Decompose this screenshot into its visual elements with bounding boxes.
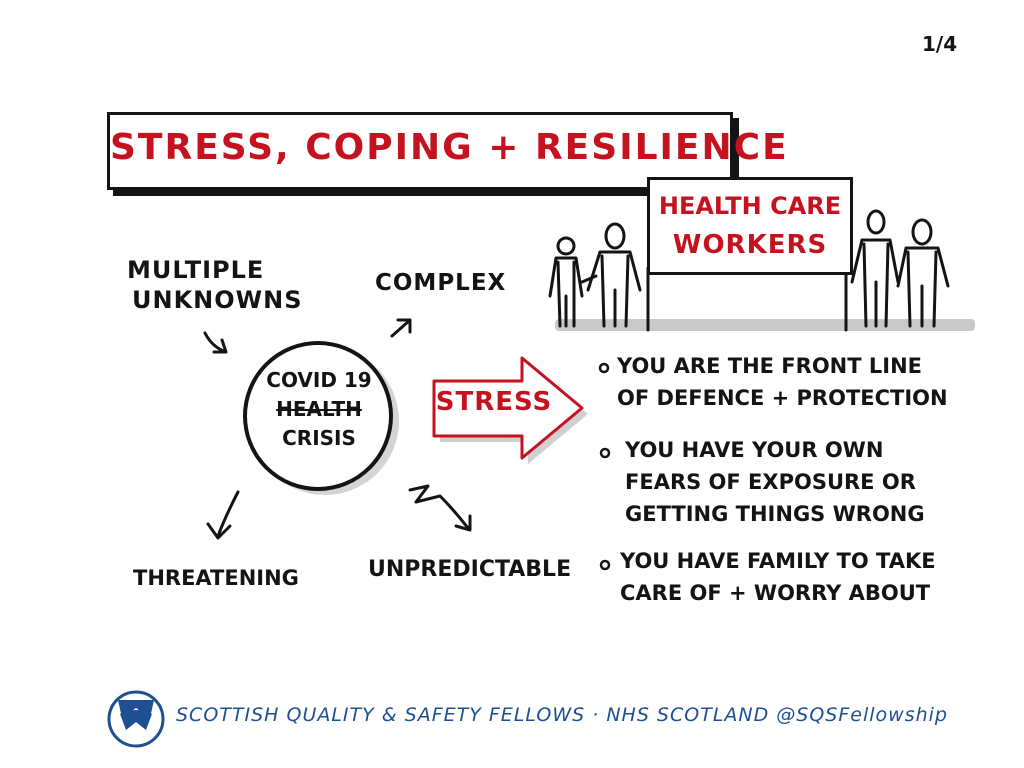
stress-arrow bbox=[432, 356, 584, 460]
page-title: STRESS, COPING + RESILIENCE bbox=[110, 127, 789, 168]
ground-shadow bbox=[555, 319, 975, 331]
bullet-dots bbox=[598, 362, 611, 571]
arrow-to-unpredictable bbox=[408, 484, 472, 532]
bullet-3: YOU HAVE FAMILY TO TAKE CARE OF + WORRY … bbox=[620, 545, 936, 609]
right-figures-icon bbox=[850, 209, 950, 328]
bullet-1-line-2: OF DEFENCE + PROTECTION bbox=[617, 386, 948, 410]
arrow-to-threatening bbox=[206, 490, 240, 540]
bullet-2-line-2: FEARS OF EXPOSURE OR bbox=[625, 470, 916, 494]
left-figures-icon bbox=[548, 222, 642, 328]
label-unknowns: UNKNOWNS bbox=[132, 286, 303, 314]
bullet-2-line-1: YOU HAVE YOUR OWN bbox=[625, 438, 884, 462]
bullet-2: YOU HAVE YOUR OWN FEARS OF EXPOSURE OR G… bbox=[625, 434, 925, 530]
sign-posts bbox=[646, 266, 848, 332]
sign-line-2: WORKERS bbox=[672, 230, 828, 260]
page-number: 1/4 bbox=[922, 32, 958, 56]
bullet-2-line-3: GETTING THINGS WRONG bbox=[625, 502, 925, 526]
fellowship-logo-icon bbox=[107, 690, 165, 748]
arrow-from-unknowns bbox=[203, 331, 228, 354]
label-unpredictable: UNPREDICTABLE bbox=[368, 557, 572, 582]
stress-arrow-label: STRESS bbox=[435, 387, 553, 417]
label-multiple: MULTIPLE bbox=[127, 256, 265, 284]
crisis-line-3: CRISIS bbox=[282, 426, 356, 450]
sign-line-1: HEALTH CARE bbox=[658, 192, 842, 220]
title-box: STRESS, COPING + RESILIENCE bbox=[107, 112, 789, 190]
label-complex: COMPLEX bbox=[375, 270, 507, 296]
label-threatening: THREATENING bbox=[133, 566, 299, 590]
crisis-circle bbox=[243, 341, 393, 491]
bullet-3-line-1: YOU HAVE FAMILY TO TAKE bbox=[620, 549, 936, 573]
footer-credit: SCOTTISH QUALITY & SAFETY FELLOWS · NHS … bbox=[176, 704, 948, 726]
arrow-to-complex bbox=[390, 318, 412, 338]
crisis-line-2: HEALTH bbox=[276, 397, 362, 421]
bullet-1: YOU ARE THE FRONT LINE OF DEFENCE + PROT… bbox=[617, 350, 948, 414]
crisis-circle-text: COVID 19 HEALTH CRISIS bbox=[248, 366, 390, 453]
bullet-3-line-2: CARE OF + WORRY ABOUT bbox=[620, 581, 931, 605]
bullet-1-line-1: YOU ARE THE FRONT LINE bbox=[617, 354, 923, 378]
crisis-line-1: COVID 19 bbox=[266, 368, 372, 392]
health-care-workers-sign: HEALTH CARE WORKERS bbox=[647, 177, 853, 275]
